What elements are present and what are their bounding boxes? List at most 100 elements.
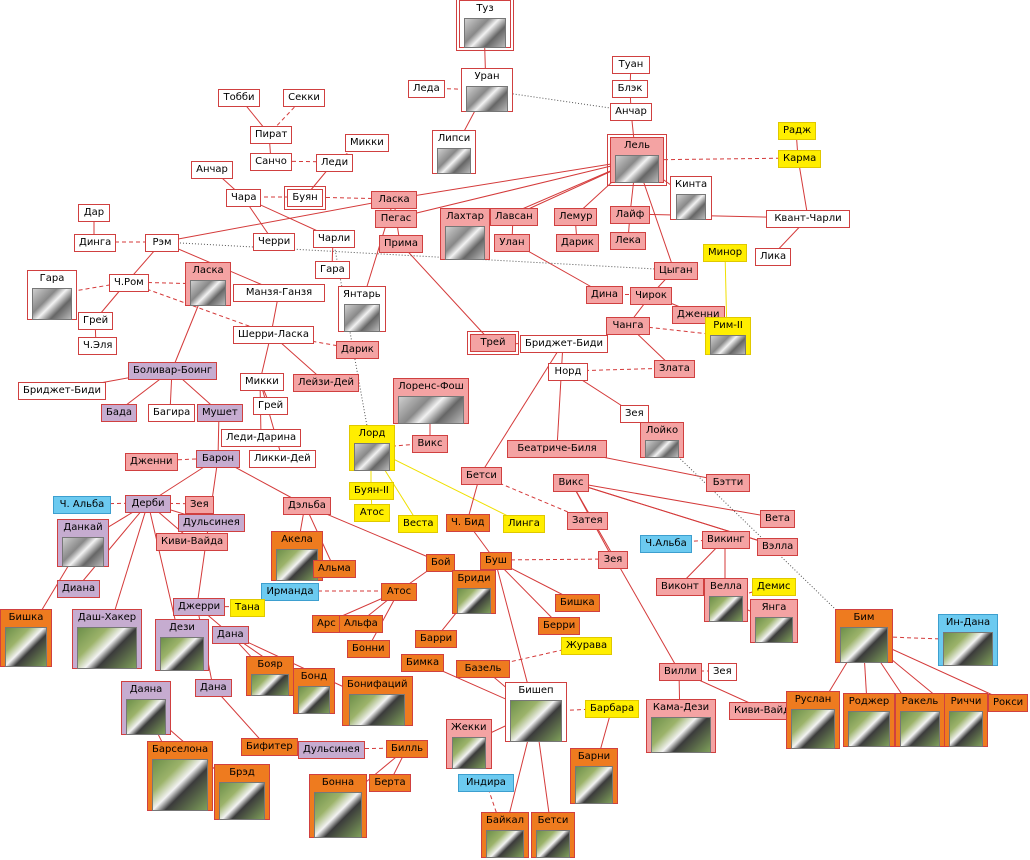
node-sherri[interactable]: Шерри-Ласка	[233, 326, 314, 344]
node-atos1[interactable]: Атос	[354, 504, 390, 522]
node-darik1[interactable]: Дарик	[556, 234, 599, 252]
node-vikont[interactable]: Виконт	[656, 578, 704, 596]
node-barselona[interactable]: Барселона	[147, 741, 214, 811]
node-tuz[interactable]: Туз	[456, 0, 514, 51]
node-richchi[interactable]: Риччи	[944, 693, 988, 747]
node-anchar1[interactable]: Анчар	[610, 103, 652, 121]
node-tuan[interactable]: Туан	[612, 56, 650, 74]
node-bonni[interactable]: Бонни	[347, 640, 390, 658]
node-vesta[interactable]: Веста	[398, 515, 439, 533]
node-bagira[interactable]: Багира	[148, 404, 196, 422]
node-ulan[interactable]: Улан	[494, 234, 530, 252]
node-kvant[interactable]: Квант-Чарли	[766, 210, 850, 228]
node-bridzhet2[interactable]: Бриджет-Биди	[18, 382, 106, 400]
node-mikki1[interactable]: Микки	[345, 134, 389, 152]
node-linga[interactable]: Линга	[503, 515, 545, 533]
node-zateya[interactable]: Затея	[567, 512, 608, 530]
node-trei[interactable]: Трей	[467, 331, 519, 355]
node-leizi[interactable]: Лейзи-Дей	[293, 374, 360, 392]
node-dina[interactable]: Дина	[586, 286, 623, 304]
node-kivi2[interactable]: Киви-Вайда	[729, 702, 802, 720]
node-lavsan[interactable]: Лавсан	[490, 208, 538, 226]
node-leda[interactable]: Леда	[408, 80, 445, 98]
node-baikal[interactable]: Байкал	[481, 812, 530, 858]
node-lipsi[interactable]: Липси	[432, 130, 476, 174]
node-baron[interactable]: Барон	[196, 450, 240, 468]
node-betti[interactable]: Бэтти	[706, 474, 750, 492]
node-bonna[interactable]: Бонна	[309, 774, 367, 838]
node-bazel[interactable]: Базель	[456, 660, 510, 678]
node-vella1[interactable]: Вэлла	[757, 538, 799, 556]
node-zlata[interactable]: Злата	[654, 360, 695, 378]
node-likki[interactable]: Ликки-Дей	[249, 450, 316, 468]
node-bada[interactable]: Бада	[101, 404, 138, 422]
node-bishka1[interactable]: Бишка	[555, 594, 600, 612]
node-barbara[interactable]: Барбара	[585, 700, 640, 718]
node-laska2[interactable]: Ласка	[185, 262, 231, 306]
node-leka[interactable]: Лека	[610, 232, 646, 250]
node-laska1[interactable]: Ласка	[371, 191, 417, 209]
node-lakhtar[interactable]: Лахтар	[440, 208, 490, 260]
node-barri[interactable]: Барри	[415, 630, 458, 648]
node-viking[interactable]: Викинг	[702, 531, 750, 549]
node-villi[interactable]: Вилли	[659, 663, 702, 681]
node-derbi[interactable]: Дерби	[125, 495, 171, 513]
node-gara1[interactable]: Гара	[315, 261, 350, 279]
node-dulsineya1[interactable]: Дульсинея	[178, 514, 245, 532]
node-chara[interactable]: Чара	[226, 189, 262, 207]
node-beatriche[interactable]: Беатриче-Биля	[507, 440, 607, 458]
node-tsygan[interactable]: Цыган	[654, 262, 698, 280]
node-barni[interactable]: Барни	[570, 748, 618, 804]
node-yantar[interactable]: Янтарь	[338, 286, 386, 332]
node-cherri[interactable]: Черри	[253, 233, 296, 251]
node-chalba2[interactable]: Ч.Альба	[640, 535, 692, 553]
node-zhurava[interactable]: Журава	[561, 637, 613, 655]
node-boyar[interactable]: Бояр	[246, 656, 294, 696]
node-dana1[interactable]: Дана	[212, 626, 249, 644]
node-lika[interactable]: Лика	[755, 248, 792, 266]
node-minor[interactable]: Минор	[703, 244, 748, 262]
node-nord[interactable]: Норд	[548, 363, 588, 381]
node-bond[interactable]: Бонд	[293, 668, 335, 714]
node-bim[interactable]: Бим	[835, 609, 893, 663]
node-pirat[interactable]: Пират	[250, 126, 293, 144]
node-loiko[interactable]: Лойко	[640, 422, 684, 458]
node-chelya[interactable]: Ч.Эля	[78, 337, 118, 355]
node-dzherri[interactable]: Джерри	[173, 598, 226, 616]
node-mikki2[interactable]: Микки	[240, 373, 284, 391]
node-dankai[interactable]: Данкай	[57, 519, 109, 567]
node-kama[interactable]: Кама-Дези	[646, 699, 716, 753]
node-chbid[interactable]: Ч. Бид	[446, 514, 490, 532]
node-rim[interactable]: Рим-II	[705, 317, 751, 355]
node-dulsineya2[interactable]: Дульсинея	[298, 741, 365, 759]
node-delba[interactable]: Дэльба	[283, 497, 331, 515]
node-grei2[interactable]: Грей	[253, 397, 289, 415]
node-boi[interactable]: Бой	[426, 554, 456, 572]
node-charli[interactable]: Чарли	[313, 230, 356, 248]
node-dinga[interactable]: Динга	[74, 234, 117, 252]
node-blek[interactable]: Блэк	[612, 80, 648, 98]
node-bill[interactable]: Билль	[386, 740, 429, 758]
node-dayana[interactable]: Даяна	[121, 681, 171, 735]
node-dana2[interactable]: Дана	[195, 679, 232, 697]
node-viks2[interactable]: Викс	[553, 474, 589, 492]
node-chirok[interactable]: Чирок	[630, 287, 672, 305]
node-bush[interactable]: Буш	[480, 552, 512, 570]
node-zeya3[interactable]: Зея	[598, 551, 628, 569]
node-indira[interactable]: Индира	[458, 774, 514, 792]
node-karma[interactable]: Карма	[778, 150, 822, 168]
node-kinta[interactable]: Кинта	[670, 176, 713, 220]
node-buyan2[interactable]: Буян-II	[349, 482, 394, 500]
node-bimka[interactable]: Бимка	[401, 654, 445, 672]
node-tana[interactable]: Тана	[230, 599, 265, 617]
node-ledi_darina[interactable]: Леди-Дарина	[221, 429, 302, 447]
node-chalba1[interactable]: Ч. Альба	[53, 496, 111, 514]
node-anchar2[interactable]: Анчар	[191, 161, 233, 179]
node-sancho[interactable]: Санчо	[250, 153, 292, 171]
node-berri[interactable]: Берри	[538, 617, 581, 635]
node-kivi1[interactable]: Киви-Вайда	[156, 533, 229, 551]
node-atos2[interactable]: Атос	[381, 583, 417, 601]
node-ars[interactable]: Арс	[312, 615, 341, 633]
node-betsi2[interactable]: Бетси	[531, 812, 575, 858]
node-akela[interactable]: Акела	[271, 531, 323, 581]
